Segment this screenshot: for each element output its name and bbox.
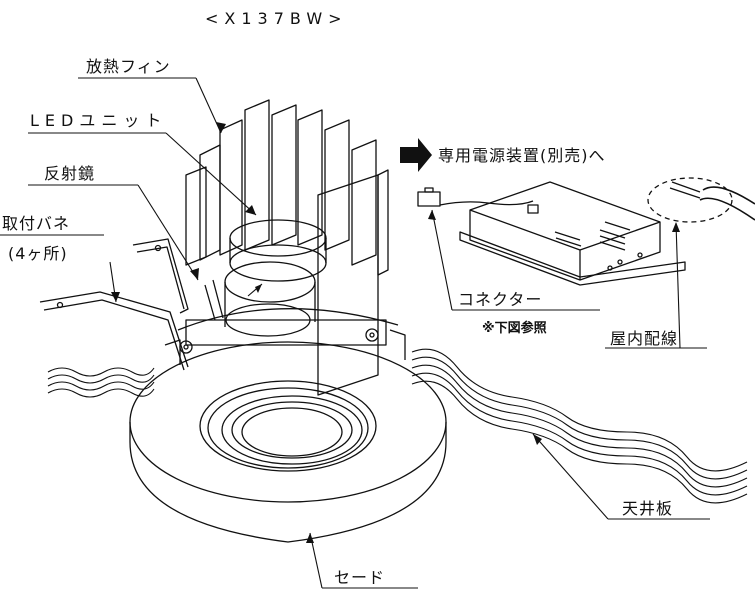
indoor-wiring-drawing xyxy=(647,177,755,223)
right-arrow-icon xyxy=(400,138,432,172)
ceiling-board-drawing xyxy=(47,348,748,504)
housing-drawing xyxy=(164,308,406,365)
connector-label: コネクター xyxy=(458,290,543,309)
power-supply-drawing xyxy=(417,181,686,286)
connector-note: ※下図参照 xyxy=(482,321,547,336)
led-unit-label: LEDユニット xyxy=(30,111,168,130)
model-label: <X137BW> xyxy=(205,9,348,28)
reflector-label: 反射鏡 xyxy=(44,164,96,183)
heat-fin-drawing xyxy=(185,99,389,396)
mounting-spring-label: 取付バネ xyxy=(2,214,71,233)
shade-label: セード xyxy=(334,568,386,587)
ceiling-board-label: 天井板 xyxy=(622,499,674,518)
led-unit-drawing xyxy=(224,219,327,337)
leader-lines xyxy=(0,77,710,589)
power-supply-label: 専用電源装置(別売)へ xyxy=(438,146,606,165)
mounting-spring-count-label: (4ヶ所) xyxy=(8,244,68,263)
mounting-spring-drawing xyxy=(39,238,224,371)
indoor-wiring-label: 屋内配線 xyxy=(610,329,679,348)
shade-drawing xyxy=(129,341,447,543)
heat-fin-label: 放熱フィン xyxy=(86,57,171,76)
